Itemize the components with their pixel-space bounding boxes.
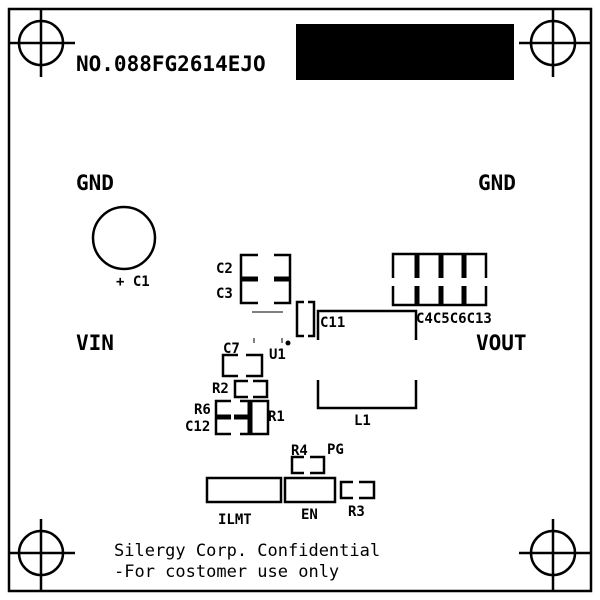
r4-footprint (290, 455, 326, 475)
c11-label: C11 (320, 315, 345, 331)
r6-c12-r1-footprint (214, 399, 270, 436)
net-gnd-left: GND (76, 171, 114, 195)
c2-c3-footprint (239, 253, 292, 305)
redaction-block (296, 24, 514, 80)
c1-label: + C1 (116, 274, 150, 290)
crosshair-icon (519, 9, 592, 77)
net-vout: VOUT (476, 331, 527, 355)
part-number: NO.088FG2614EJO (76, 52, 266, 76)
c7-footprint (221, 353, 264, 378)
net-vin: VIN (76, 331, 114, 355)
ilmt-label: ILMT (218, 512, 252, 528)
c2-label: C2 (216, 261, 233, 277)
usage-notice: -For costomer use only (114, 562, 339, 582)
c7-label: C7 (223, 341, 240, 357)
l1-footprint (316, 309, 418, 410)
r4-label: R4 (291, 443, 308, 459)
r3-footprint (339, 480, 376, 500)
en-pad (283, 476, 337, 504)
en-label: EN (301, 507, 318, 523)
r2-footprint (233, 379, 269, 399)
c4-c13-footprint (391, 252, 488, 307)
c12-label: C12 (185, 419, 210, 435)
crosshair-icon (519, 519, 592, 591)
pg-label: PG (327, 442, 344, 458)
c4-c13-label: C4C5C6C13 (416, 311, 492, 327)
r3-label: R3 (348, 504, 365, 520)
net-gnd-right: GND (478, 171, 516, 195)
confidential-notice: Silergy Corp. Confidential (114, 541, 380, 561)
ilmt-pad (205, 476, 283, 504)
c1-footprint (91, 205, 157, 271)
r2-label: R2 (212, 381, 229, 397)
r1-label: R1 (268, 409, 285, 425)
c3-label: C3 (216, 286, 233, 302)
fiducial-crosshairs (8, 9, 592, 591)
u1-footprint (252, 311, 291, 346)
crosshair-icon (8, 9, 75, 77)
l1-label: L1 (354, 413, 371, 429)
pin1-dot (285, 340, 291, 346)
u1-label: U1 (269, 347, 286, 363)
crosshair-icon (8, 519, 75, 591)
r6-label: R6 (194, 402, 211, 418)
board-outline (7, 7, 593, 593)
c11-footprint (295, 300, 316, 338)
